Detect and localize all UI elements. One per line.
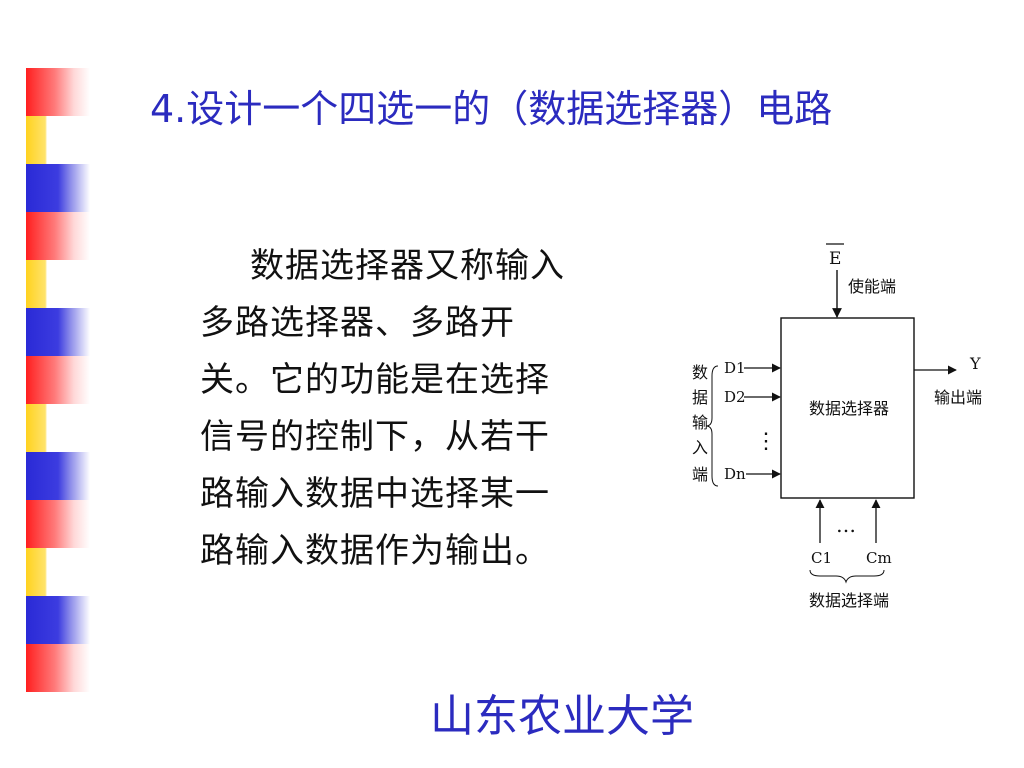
select-label: 数据选择端 — [809, 591, 889, 610]
output-label: 输出端 — [934, 388, 982, 407]
input-d2-label: D2 — [724, 388, 746, 406]
input-ellipsis: ⋮ — [755, 429, 777, 454]
input-group-label-char: 数 — [692, 363, 708, 382]
input-group-label-char: 输 — [692, 413, 708, 432]
enable-label: 使能端 — [848, 277, 896, 296]
decorative-stripe — [26, 68, 90, 698]
stripe-block-red — [26, 644, 90, 692]
input-group-label-char: 入 — [692, 438, 708, 457]
input-group-label-char: 据 — [692, 388, 708, 407]
select-cm-label: Cm — [866, 549, 892, 567]
slide-title: 4.设计一个四选一的（数据选择器）电路 — [150, 87, 833, 131]
select-group-brace — [809, 569, 885, 584]
stripe-block-blue — [26, 452, 90, 500]
stripe-block-blue — [26, 596, 90, 644]
stripe-block-red — [26, 68, 90, 116]
input-group-brace — [705, 365, 719, 487]
enable-signal: E — [829, 249, 841, 269]
stripe-block-red — [26, 212, 90, 260]
select-ellipsis: … — [836, 513, 856, 537]
stripe-block-blue — [26, 164, 90, 212]
multiplexer-diagram: E 使能端 数据选择器 数 据 输 入 端 D1 D2 ⋮ Dn Y 输出端 …… — [692, 243, 982, 610]
stripe-block-yellow — [26, 404, 90, 452]
stripe-block-yellow — [26, 548, 90, 596]
multiplexer-box — [780, 317, 915, 499]
stripe-block-yellow — [26, 116, 90, 164]
multiplexer-label: 数据选择器 — [809, 399, 889, 418]
select-c1-label: C1 — [811, 549, 832, 567]
input-dn-label: Dn — [724, 465, 746, 483]
input-group-label-char: 端 — [692, 465, 708, 484]
stripe-block-red — [26, 356, 90, 404]
output-signal: Y — [969, 354, 981, 373]
stripe-block-yellow — [26, 260, 90, 308]
footer-university-name: 山东农业大学 — [430, 691, 694, 742]
slide-body-text: 数据选择器又称输入多路选择器、多路开关。它的功能是在选择信号的控制下，从若干路输… — [200, 246, 565, 571]
stripe-block-red — [26, 500, 90, 548]
stripe-block-blue — [26, 308, 90, 356]
input-d1-label: D1 — [724, 359, 746, 377]
